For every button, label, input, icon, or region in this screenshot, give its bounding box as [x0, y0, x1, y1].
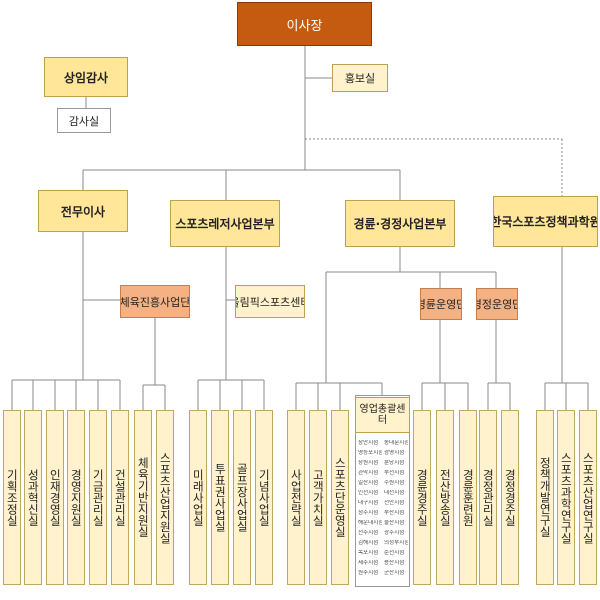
sub-unit-label: 체육진흥사업단 — [120, 295, 190, 309]
division-executive-director: 전무이사 — [38, 190, 128, 232]
leaf-office: 골프장사업실 — [233, 410, 251, 585]
leaf-office: 투표권사업실 — [211, 410, 229, 585]
leaf-office: 스포츠산업지원실 — [156, 410, 174, 585]
leaf-office: 체육기반지원실 — [134, 410, 152, 585]
chairman-box: 이사장 — [237, 2, 372, 46]
sub-unit-boat-operation: 경정운영단 — [476, 288, 518, 320]
sub-unit-label: 경륜운영단 — [421, 298, 461, 311]
leaf-office: 경영지원실 — [67, 410, 85, 585]
branch-item: 영등포지점 — [358, 450, 382, 456]
sub-unit-cycle-operation: 경륜운영단 — [420, 288, 462, 320]
division-label: 스포츠레저사업본부 — [175, 217, 275, 231]
pr-office-label: 홍보실 — [344, 72, 376, 85]
leaf-office: 미래사업실 — [189, 410, 207, 585]
leaf-office: 사업전략실 — [287, 410, 305, 585]
branch-item: 김해지점 — [358, 540, 379, 546]
branch-item: 인천지점 — [358, 490, 379, 496]
branch-item: 관악지점 — [358, 470, 379, 476]
leaf-office: 기금관리실 — [89, 410, 107, 585]
branch-item: 순천지점 — [384, 550, 405, 556]
leaf-office: 스포츠과학연구실 — [557, 410, 575, 585]
sub-unit-olympic-center: 올림픽스포츠센터 — [235, 285, 305, 318]
branch-item: 전주지점 — [358, 530, 379, 536]
pr-office-box: 홍보실 — [332, 64, 388, 92]
branch-item: 분당지점 — [384, 460, 405, 466]
branch-item: 의정부지점 — [384, 540, 408, 546]
branch-item: 군산지점 — [384, 570, 405, 576]
leaf-office: 기획조정실 — [3, 410, 21, 585]
audit-office-box: 감사실 — [57, 108, 111, 133]
division-label: 한국스포츠정책과학원 — [493, 215, 598, 229]
branch-item: 부천지점 — [384, 470, 405, 476]
division-policy-institute: 한국스포츠정책과학원 — [493, 196, 598, 247]
auditor-box: 상임감사 — [44, 57, 128, 97]
leaf-office: 경륜훈련원 — [459, 410, 477, 585]
leaf-office: 인재경영실 — [46, 410, 64, 585]
sub-unit-sports-promotion: 체육진흥사업단 — [120, 285, 190, 318]
branch-item: 창원지점 — [358, 460, 379, 466]
sales-center-title: 영업총괄센터 — [355, 397, 410, 433]
branch-item: 원주지점 — [358, 570, 379, 576]
division-cycle-boat: 경륜·경정사업본부 — [345, 200, 455, 247]
branch-item: 대전지점 — [384, 490, 405, 496]
leaf-office: 경륜경주실 — [413, 410, 431, 585]
leaf-office: 경정경주실 — [501, 410, 519, 585]
branch-item: 해운대지점 — [358, 520, 382, 526]
branch-item: 대구지점 — [358, 500, 379, 506]
leaf-office: 스포츠산업연구실 — [579, 410, 597, 585]
leaf-office: 고객가치실 — [309, 410, 327, 585]
chairman-label: 이사장 — [286, 18, 323, 34]
branch-item: 천안지점 — [384, 500, 405, 506]
branch-item: 목포지점 — [358, 550, 379, 556]
division-label: 전무이사 — [60, 204, 106, 219]
branch-item: 제주지점 — [358, 560, 379, 566]
branch-item: 용산지점 — [384, 560, 405, 566]
sub-unit-label: 경정운영단 — [477, 298, 517, 311]
division-sports-leisure: 스포츠레저사업본부 — [170, 200, 280, 247]
branch-item: 동대문지점 — [384, 440, 408, 446]
auditor-label: 상임감사 — [63, 70, 109, 85]
branch-item: 울산지점 — [384, 520, 405, 526]
branch-item: 장안지점 — [358, 440, 379, 446]
sub-unit-label: 올림픽스포츠센터 — [236, 295, 304, 309]
leaf-office: 전산방송실 — [436, 410, 454, 585]
leaf-office: 기념사업실 — [255, 410, 273, 585]
branch-item: 청주지점 — [358, 510, 379, 516]
branch-item: 광명지점 — [384, 450, 405, 456]
branch-item: 부산지점 — [384, 510, 405, 516]
leaf-office: 건설관리실 — [111, 410, 129, 585]
division-label: 경륜·경정사업본부 — [353, 217, 447, 231]
branch-item: 수원지점 — [384, 480, 405, 486]
leaf-office: 성과혁신실 — [24, 410, 42, 585]
audit-office-label: 감사실 — [68, 114, 100, 128]
leaf-office: 경정관리실 — [479, 410, 497, 585]
branch-item: 일산지점 — [358, 480, 379, 486]
leaf-office: 스포츠단운영실 — [331, 410, 349, 585]
leaf-office: 정책개발연구실 — [536, 410, 554, 585]
branch-item: 광주지점 — [384, 530, 405, 536]
